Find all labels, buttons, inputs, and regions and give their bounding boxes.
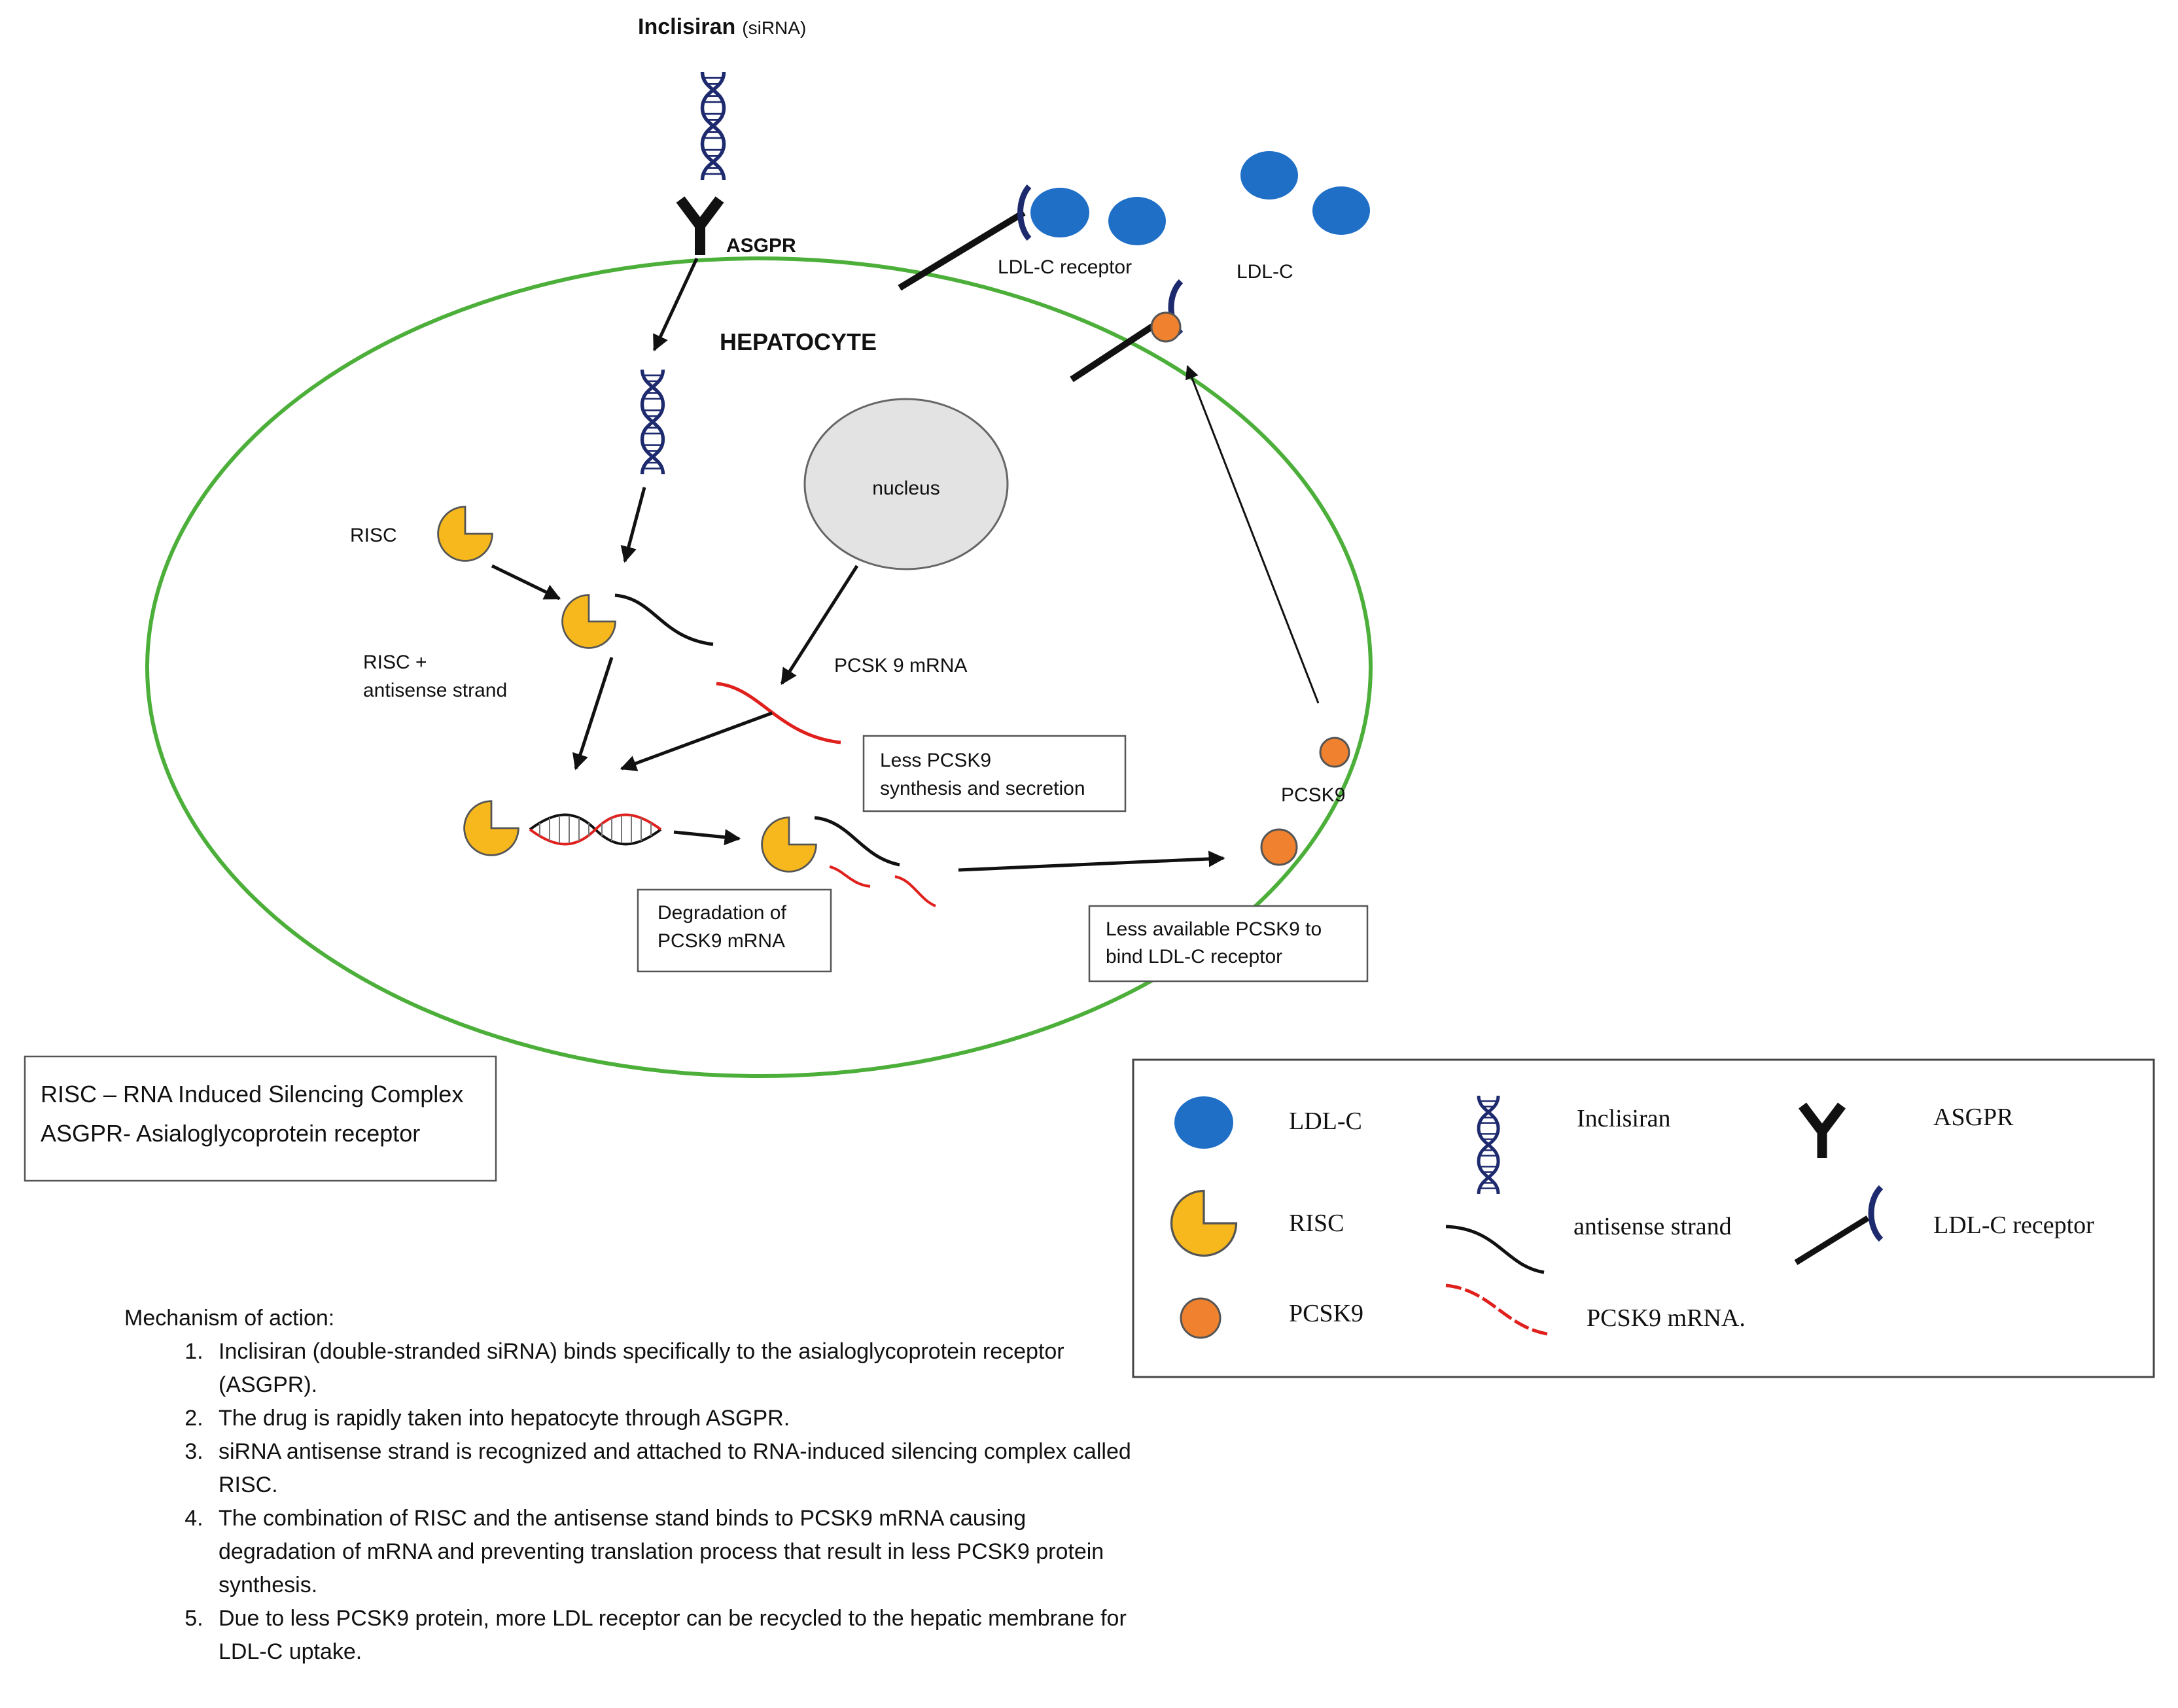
legend-antisense-strand-label: antisense strand [1573, 1213, 1732, 1240]
complex-down-arrow [572, 657, 614, 771]
abbreviation-risc: RISC – RNA Induced Silencing Complex [41, 1081, 463, 1107]
bound-ldl-c-icon [1030, 188, 1089, 237]
nucleus [803, 398, 1009, 570]
mechanism-steps: Inclisiran (double-stranded siRNA) binds… [124, 1335, 1145, 1669]
nucleus-to-mrna-arrow [780, 565, 859, 686]
free-pcsk9-icon [1319, 737, 1350, 768]
ldl-c-receptor-recycled [898, 184, 1032, 291]
bound-risc-icon [463, 800, 519, 856]
mechanism-step: siRNA antisense strand is recognized and… [209, 1435, 1145, 1502]
risc-icon [437, 506, 493, 562]
risc-antisense-label-2: antisense strand [363, 680, 507, 701]
legend-inclisiran-label: Inclisiran [1577, 1105, 1671, 1132]
legend-ldl-c-receptor-icon [1794, 1185, 1884, 1265]
legend-pcsk9-mrna-label: PCSK9 mRNA. [1587, 1304, 1746, 1332]
legend-asgpr-label: ASGPR [1933, 1104, 2014, 1131]
mechanism-step: The combination of RISC and the antisens… [209, 1502, 1145, 1602]
abbreviations-box [24, 1055, 497, 1182]
nucleus-label: nucleus [872, 478, 940, 499]
degradation-line-1: Degradation of [658, 902, 786, 924]
degradation-line-2: PCSK9 mRNA [658, 930, 785, 952]
legend-ldl-c-receptor-label: LDL-C receptor [1933, 1211, 2094, 1239]
asgpr-label: ASGPR [726, 235, 796, 256]
asgpr-receptor-icon [676, 196, 724, 255]
less-synthesis-line-1: Less PCSK9 [880, 750, 991, 771]
abbreviation-asgpr: ASGPR- Asialoglycoprotein receptor [41, 1120, 420, 1147]
risc-antisense-label-1: RISC + [363, 652, 427, 673]
secretion-arrow [958, 850, 1225, 872]
bound-duplex [529, 813, 662, 846]
risc-antisense-strand [614, 593, 714, 646]
risc-antisense-risc-icon [561, 594, 616, 649]
legend-risc-label: RISC [1289, 1210, 1344, 1237]
released-antisense-strand [814, 816, 900, 867]
mechanism-step: Inclisiran (double-stranded siRNA) binds… [209, 1335, 1145, 1402]
mechanism-step: The drug is rapidly taken into hepatocyt… [209, 1402, 1145, 1435]
ldl-c-particle-3 [1312, 186, 1370, 235]
pcsk9-mrna-strand [716, 682, 841, 744]
uptake-arrow [652, 257, 699, 352]
ldl-c-particle-1 [1108, 197, 1166, 245]
pcsk9-label: PCSK9 [1281, 784, 1345, 806]
degraded-risc-icon [761, 816, 817, 873]
less-synthesis-box [862, 735, 1127, 812]
mechanism-step: Due to less PCSK9 protein, more LDL rece… [209, 1602, 1145, 1669]
ldl-c-label: LDL-C [1237, 261, 1293, 283]
mechanism-title: Mechanism of action: [124, 1306, 335, 1331]
less-available-box [1088, 905, 1369, 983]
pcsk9-to-receptor-arrow [1186, 365, 1320, 704]
secreted-pcsk9-icon [1260, 828, 1298, 866]
hepatocyte-membrane [145, 256, 1373, 1078]
mechanism-of-action: Mechanism of action: Inclisiran (double-… [124, 1302, 1145, 1669]
legend-pcsk9-mrna-icon [1445, 1283, 1551, 1336]
internal-sirna-icon [642, 370, 663, 474]
drug-title: Inclisiran(siRNA) [638, 14, 806, 39]
risc-label: RISC [350, 525, 397, 546]
ldl-c-particle-2 [1240, 151, 1298, 200]
hepatocyte-label: HEPATOCYTE [720, 328, 877, 355]
inclisiran-dna-icon [703, 72, 724, 180]
risc-to-complex-arrow [491, 564, 561, 601]
degradation-arrow [673, 829, 741, 846]
less-available-line-2: bind LDL-C receptor [1106, 946, 1282, 967]
sirna-to-risc-arrow [620, 487, 646, 563]
pcsk9-mrna-label: PCSK 9 mRNA [834, 655, 967, 676]
ldl-c-receptor-label: LDL-C receptor [998, 256, 1132, 278]
less-synthesis-line-2: synthesis and secretion [880, 778, 1085, 799]
legend-box [1132, 1058, 2155, 1378]
mrna-fragment-2 [894, 875, 936, 907]
legend-pcsk9-icon [1180, 1297, 1221, 1339]
less-available-line-1: Less available PCSK9 to [1106, 918, 1322, 940]
legend-pcsk9-label: PCSK9 [1289, 1300, 1363, 1327]
legend-asgpr-icon [1799, 1102, 1846, 1158]
mrna-to-binding-arrow [620, 711, 773, 771]
receptor-bound-pcsk9-icon [1150, 311, 1182, 343]
legend-ldl-c-icon [1174, 1096, 1233, 1149]
legend-antisense-strand-icon [1445, 1225, 1545, 1274]
degradation-box [637, 888, 832, 973]
legend-ldl-c-label: LDL-C [1289, 1107, 1362, 1135]
mrna-fragment-1 [829, 865, 871, 888]
